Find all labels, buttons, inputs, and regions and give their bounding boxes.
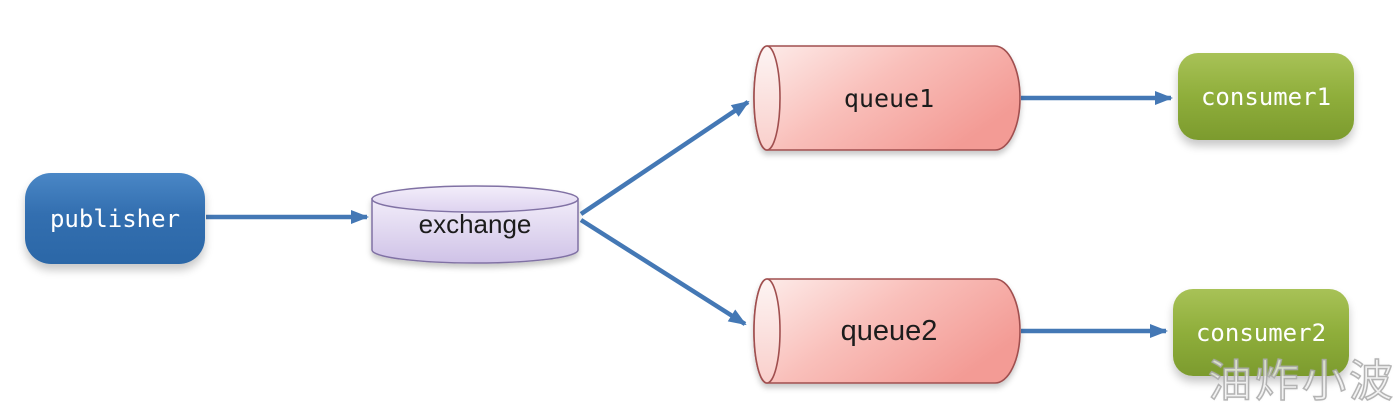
queue1-node: [753, 45, 1021, 151]
consumer1-node: consumer1: [1178, 53, 1354, 140]
exchange-cylinder-top: [371, 185, 579, 213]
arrow-exchange-to-queue1: [579, 100, 750, 216]
queue2-node: [753, 278, 1021, 384]
publisher-node: publisher: [25, 173, 205, 264]
consumer1-label: consumer1: [1200, 82, 1332, 111]
exchange-node: [371, 185, 579, 264]
queue1-cylinder-body: [753, 45, 1021, 151]
exchange-cylinder-body: [371, 198, 579, 264]
watermark-text: 油炸小波: [1207, 355, 1396, 406]
queue1-cylinder-cap: [753, 45, 781, 151]
queue2-cylinder-body: [753, 278, 1021, 384]
arrow-exchange-to-queue2: [579, 218, 747, 326]
queue2-cylinder-cap: [753, 278, 781, 384]
consumer2-node: consumer2: [1173, 289, 1349, 376]
consumer2-label: consumer2: [1195, 318, 1327, 347]
publisher-label: publisher: [49, 204, 181, 233]
